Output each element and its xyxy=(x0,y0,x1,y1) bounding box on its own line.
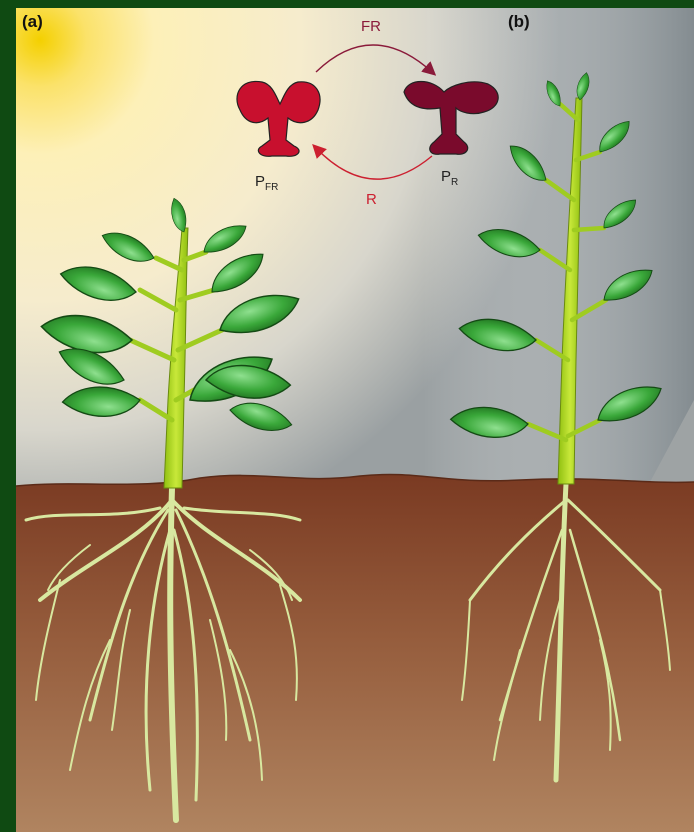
panel-a-label: (a) xyxy=(22,12,43,31)
fr-arrow-label: FR xyxy=(361,18,381,35)
r-arrow-label: R xyxy=(366,191,377,208)
panel-b-label: (b) xyxy=(508,12,530,31)
soil xyxy=(16,474,694,832)
